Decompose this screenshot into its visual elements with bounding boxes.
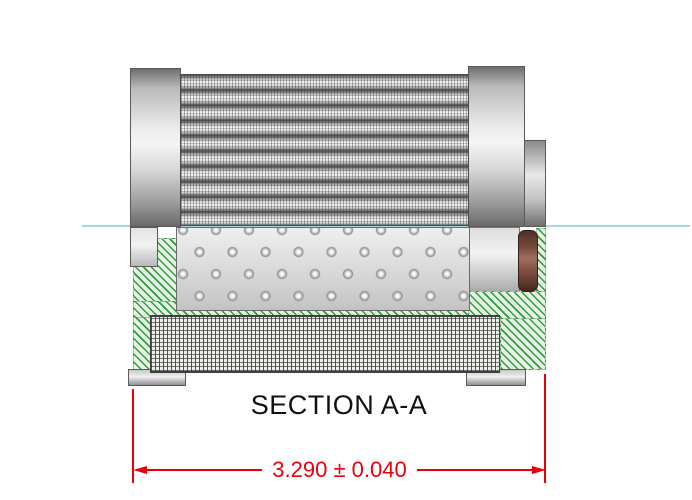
oring-seal	[518, 230, 538, 292]
right-fitting	[524, 140, 546, 227]
dimension-arrow-left	[133, 466, 147, 474]
dimension-arrow-right	[532, 466, 546, 474]
pleated-filter-media	[180, 74, 469, 226]
extension-line-left	[132, 389, 134, 483]
left-inner-step	[130, 227, 158, 267]
extension-line-right	[544, 374, 546, 483]
dimension-line-right	[416, 469, 532, 471]
right-end-cap	[468, 66, 525, 227]
bottom-wire-mesh	[150, 315, 500, 373]
dimension: 3.290 ± 0.040	[133, 456, 546, 484]
perforated-core-tube	[176, 227, 470, 311]
section-label: SECTION A-A	[250, 390, 428, 420]
left-end-cap	[130, 68, 181, 227]
hatch-left-column	[133, 312, 151, 372]
dimension-line-left	[147, 469, 263, 471]
hatch-right-column	[500, 318, 546, 370]
hatch-right-mid	[468, 291, 546, 319]
centerline	[82, 225, 690, 227]
dimension-text: 3.290 ± 0.040	[272, 457, 407, 482]
right-inner-collar	[468, 227, 520, 293]
